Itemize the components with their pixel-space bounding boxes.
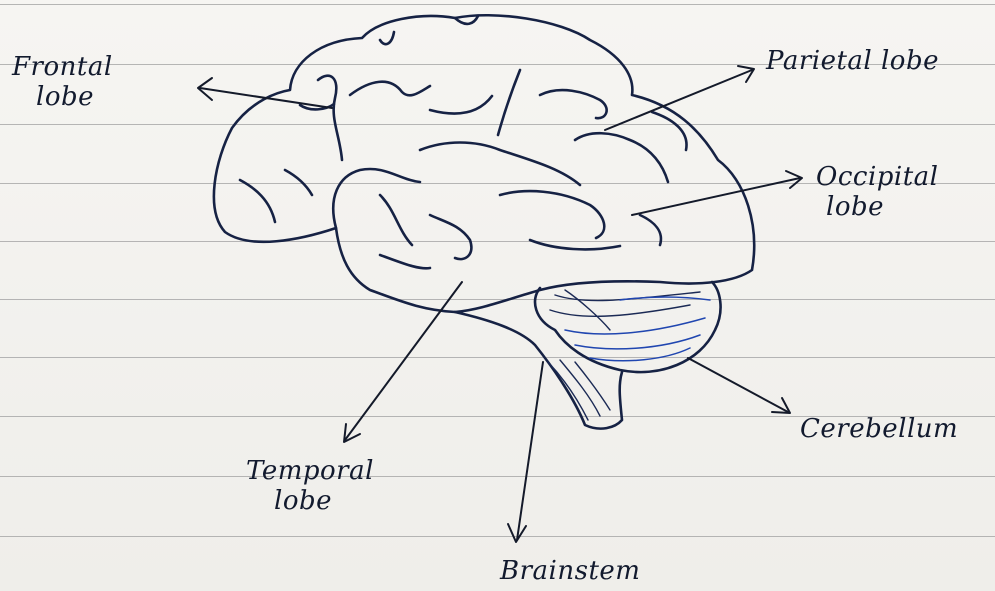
arrow-temporal — [344, 282, 462, 442]
label-cerebellum: Cerebellum — [800, 414, 958, 444]
label-temporal-line1: Temporal — [246, 456, 374, 486]
brain-gyri — [240, 16, 687, 268]
label-parietal-line1: Parietal lobe — [766, 46, 939, 76]
label-occipital-line1: Occipital — [816, 162, 938, 192]
arrow-frontal — [198, 78, 332, 108]
label-brainstem: Brainstem — [500, 556, 640, 586]
cerebellum — [535, 282, 721, 372]
temporal-lobe-outline — [333, 169, 420, 228]
label-temporal-lobe: Temporal lobe — [246, 456, 374, 516]
label-occipital-lobe: Occipital lobe — [816, 162, 938, 222]
arrow-parietal — [605, 66, 754, 130]
arrow-cerebellum — [688, 358, 790, 413]
arrow-occipital — [632, 171, 802, 215]
label-occipital-line2: lobe — [826, 192, 938, 222]
label-brainstem-line1: Brainstem — [500, 556, 640, 586]
label-cerebellum-line1: Cerebellum — [800, 414, 958, 444]
arrow-brainstem — [508, 362, 543, 542]
label-frontal-lobe: Frontal lobe — [12, 52, 113, 112]
label-parietal-lobe: Parietal lobe — [766, 46, 939, 76]
cerebrum-outline — [214, 15, 754, 312]
label-frontal-line2: lobe — [36, 82, 113, 112]
label-temporal-line2: lobe — [274, 486, 374, 516]
label-frontal-line1: Frontal — [12, 52, 113, 82]
